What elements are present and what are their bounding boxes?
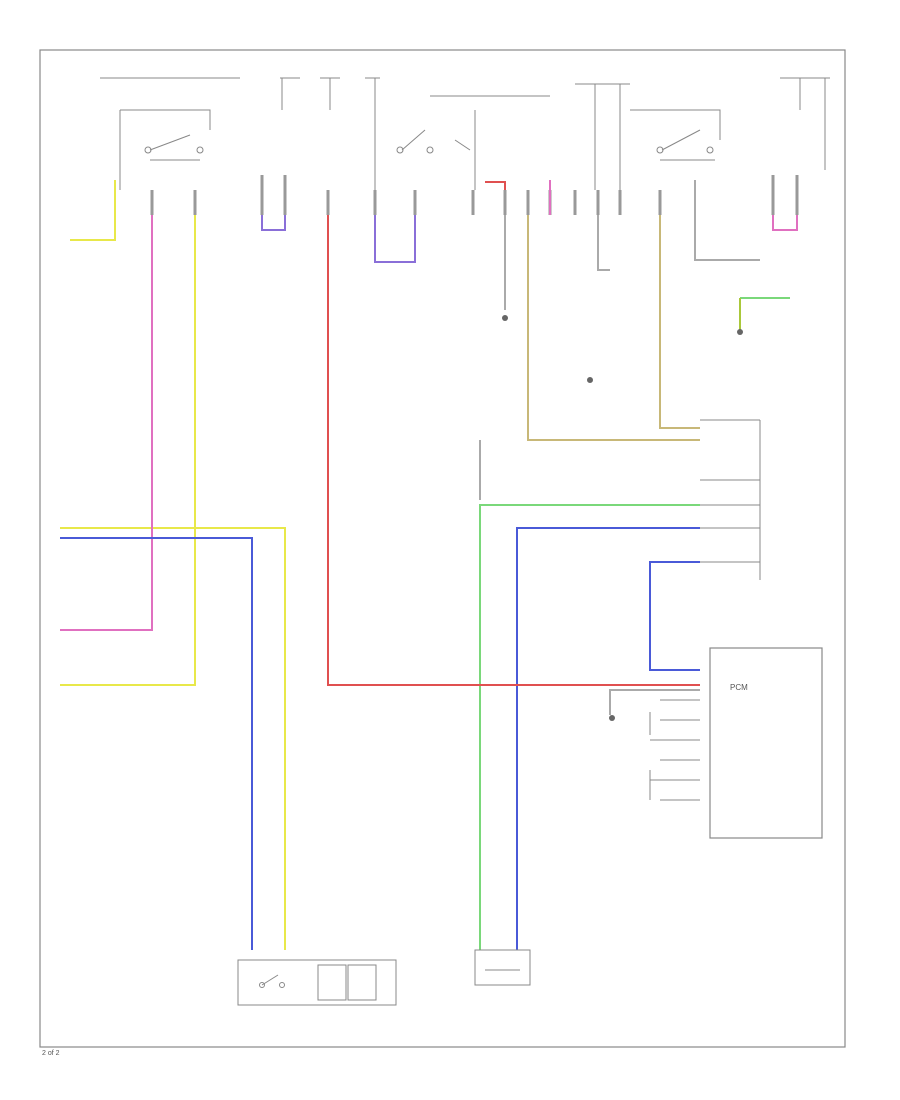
pcm-module-label: PCM <box>730 683 748 692</box>
sensor-component <box>474 949 531 986</box>
pcm-pin-stubs <box>649 699 700 801</box>
ground-symbols <box>502 315 743 721</box>
page-number: 2 of 2 <box>42 1050 60 1057</box>
wire-yellow <box>60 180 286 950</box>
wire-gray <box>479 180 760 715</box>
wire-violet <box>261 215 416 263</box>
wire-pink <box>60 180 798 631</box>
relay-switch-2 <box>396 129 471 154</box>
wire-green <box>479 297 790 950</box>
bottom-switch-assembly <box>237 959 397 1006</box>
module-pins <box>700 419 761 580</box>
wire-tan <box>527 215 700 441</box>
relay-switch-1 <box>144 134 204 161</box>
relay-switch-3 <box>656 129 715 161</box>
diagram-frame <box>39 49 846 1048</box>
wire-blue <box>60 527 700 950</box>
fuse-group <box>119 78 826 190</box>
pcm-module: PCM <box>709 647 823 839</box>
top-bus <box>100 77 830 97</box>
connector-pins <box>150 175 799 215</box>
wire-red <box>327 181 700 686</box>
